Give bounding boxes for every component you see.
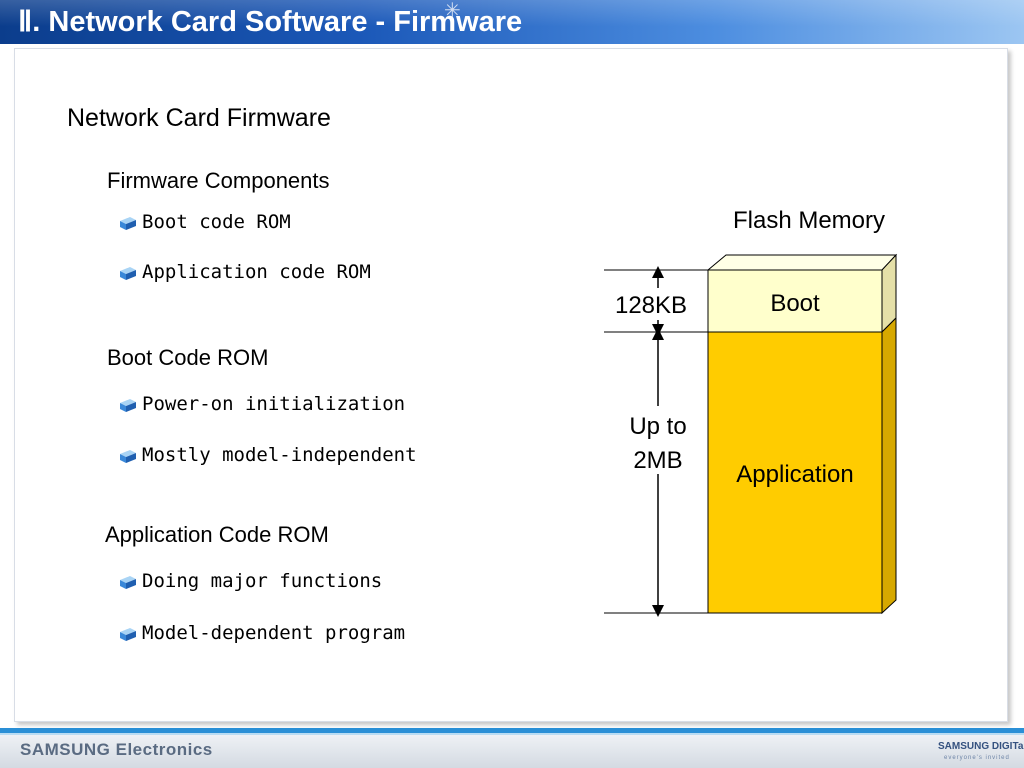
application-size-label-line2: 2MB xyxy=(633,447,682,474)
bullet-cube-icon xyxy=(120,267,136,280)
section-title-application-code-rom: Application Code ROM xyxy=(105,522,329,547)
section-title-boot-code-rom: Boot Code ROM xyxy=(107,345,269,370)
footer-brand-logo: SAMSUNG DIGITall xyxy=(938,741,1024,752)
main-heading: Network Card Firmware xyxy=(67,104,331,132)
bullet-cube-icon xyxy=(120,628,136,641)
bullet-text: Power-on initialization xyxy=(142,393,406,415)
footer-stripe-light xyxy=(0,733,1024,735)
bullet-text: Doing major functions xyxy=(142,570,383,592)
bullet-cube-icon xyxy=(120,399,136,412)
section-title-firmware-components: Firmware Components xyxy=(107,168,330,193)
boot-size-label-bg xyxy=(606,288,694,320)
bullet-cube-icon xyxy=(120,217,136,230)
title-bar: Ⅱ. Network Card Software - Firmware ✳ xyxy=(0,0,1024,44)
application-block-label: Application xyxy=(736,461,853,488)
boot-size-label: 128KB xyxy=(615,292,687,319)
sparkle-icon: ✳ xyxy=(444,0,461,22)
slide-title: Ⅱ. Network Card Software - Firmware xyxy=(18,6,523,38)
bullet-text: Model-dependent program xyxy=(142,622,406,644)
application-size-label-line1: Up to xyxy=(629,413,686,440)
bullet-text: Application code ROM xyxy=(142,261,371,283)
bullet-text: Boot code ROM xyxy=(142,211,291,233)
footer-brand-tagline: everyone's invited xyxy=(944,755,1010,761)
title-bar-sheen xyxy=(0,0,1024,44)
boot-block-label: Boot xyxy=(770,290,820,317)
bullet-text: Mostly model-independent xyxy=(142,444,417,466)
application-side-face xyxy=(881,316,897,615)
bullet-cube-icon xyxy=(120,450,136,463)
application-block xyxy=(707,331,883,614)
footer-stripe xyxy=(0,728,1024,733)
footer-bar: SAMSUNG Electronics SAMSUNG DIGITall eve… xyxy=(0,735,1024,768)
footer-company-logo: SAMSUNG Electronics xyxy=(20,740,213,759)
diagram-title: Flash Memory xyxy=(733,207,885,234)
block-top-face xyxy=(706,254,898,271)
bullet-cube-icon xyxy=(120,576,136,589)
application-size-label-bg xyxy=(620,406,696,474)
